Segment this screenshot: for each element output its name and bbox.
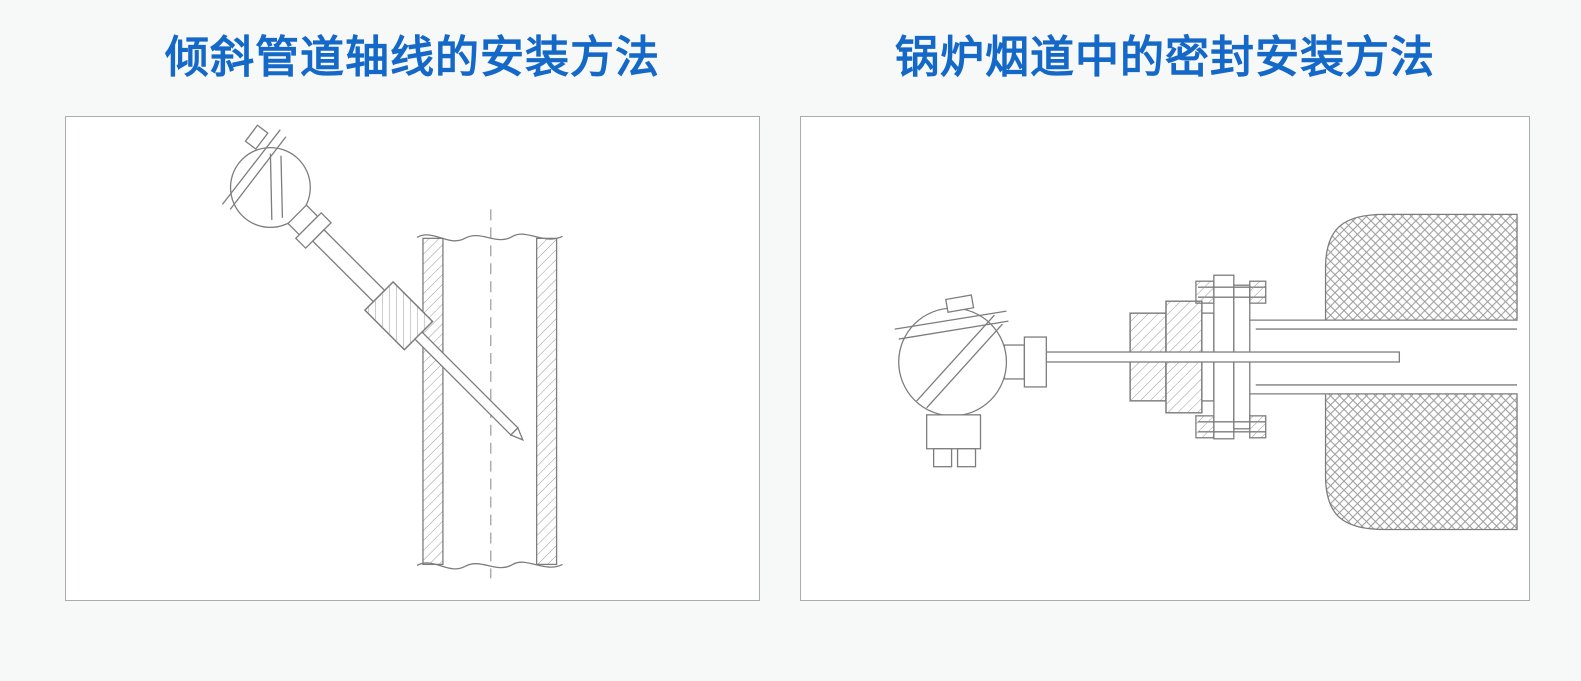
pipe-wall-left — [422, 237, 444, 566]
cable-entry-1 — [932, 448, 953, 468]
pipe-break-line-top — [416, 233, 563, 242]
hex-fitting — [1023, 336, 1047, 388]
pipe-wall-right — [535, 237, 558, 566]
flue-wall-lower — [1324, 393, 1518, 531]
head-cover-line-1 — [221, 129, 281, 205]
panel-boiler-flue: 锅炉烟道中的密封安装方法 — [800, 32, 1530, 601]
head-cover-line-1 — [894, 310, 1007, 330]
head-inner-strut — [916, 314, 995, 402]
flange-bolt-top — [1195, 280, 1267, 304]
cable-entry-2 — [956, 448, 977, 468]
bolt-nut-top — [1249, 280, 1267, 304]
flange-bolt-bottom — [1195, 415, 1267, 439]
thermocouple-assembly — [221, 124, 525, 442]
head-inner-strut-2 — [280, 155, 284, 218]
head-cover-screw — [945, 294, 975, 314]
panel-inclined-pipe: 倾斜管道轴线的安装方法 — [65, 32, 760, 601]
head-cover-line-2 — [229, 136, 287, 210]
thermocouple-stem — [311, 228, 386, 303]
bolt-nut-bottom — [1249, 415, 1267, 439]
figure-inclined-pipe — [65, 116, 760, 601]
head-cover-screw — [244, 124, 269, 150]
inclined-pipe-diagram — [221, 124, 563, 579]
terminal-block — [926, 414, 982, 450]
panel-title-boiler-flue: 锅炉烟道中的密封安装方法 — [895, 33, 1435, 82]
figure-boiler-flue — [800, 116, 1530, 601]
panel-title-inclined-pipe: 倾斜管道轴线的安装方法 — [165, 33, 660, 82]
head-inner-strut — [269, 153, 273, 220]
thermocouple-stem — [1045, 351, 1401, 363]
probe-tip — [509, 426, 525, 442]
bolt-head-top — [1195, 280, 1215, 304]
head-inner-strut-2 — [926, 323, 1003, 409]
bolt-head-bottom — [1195, 415, 1215, 439]
head-cover-line-2 — [898, 320, 1009, 340]
boiler-flue-diagram — [894, 213, 1518, 531]
neck-fitting — [1003, 344, 1026, 380]
pipe-break-line-bottom — [416, 561, 563, 570]
flue-wall-upper — [1324, 213, 1518, 321]
